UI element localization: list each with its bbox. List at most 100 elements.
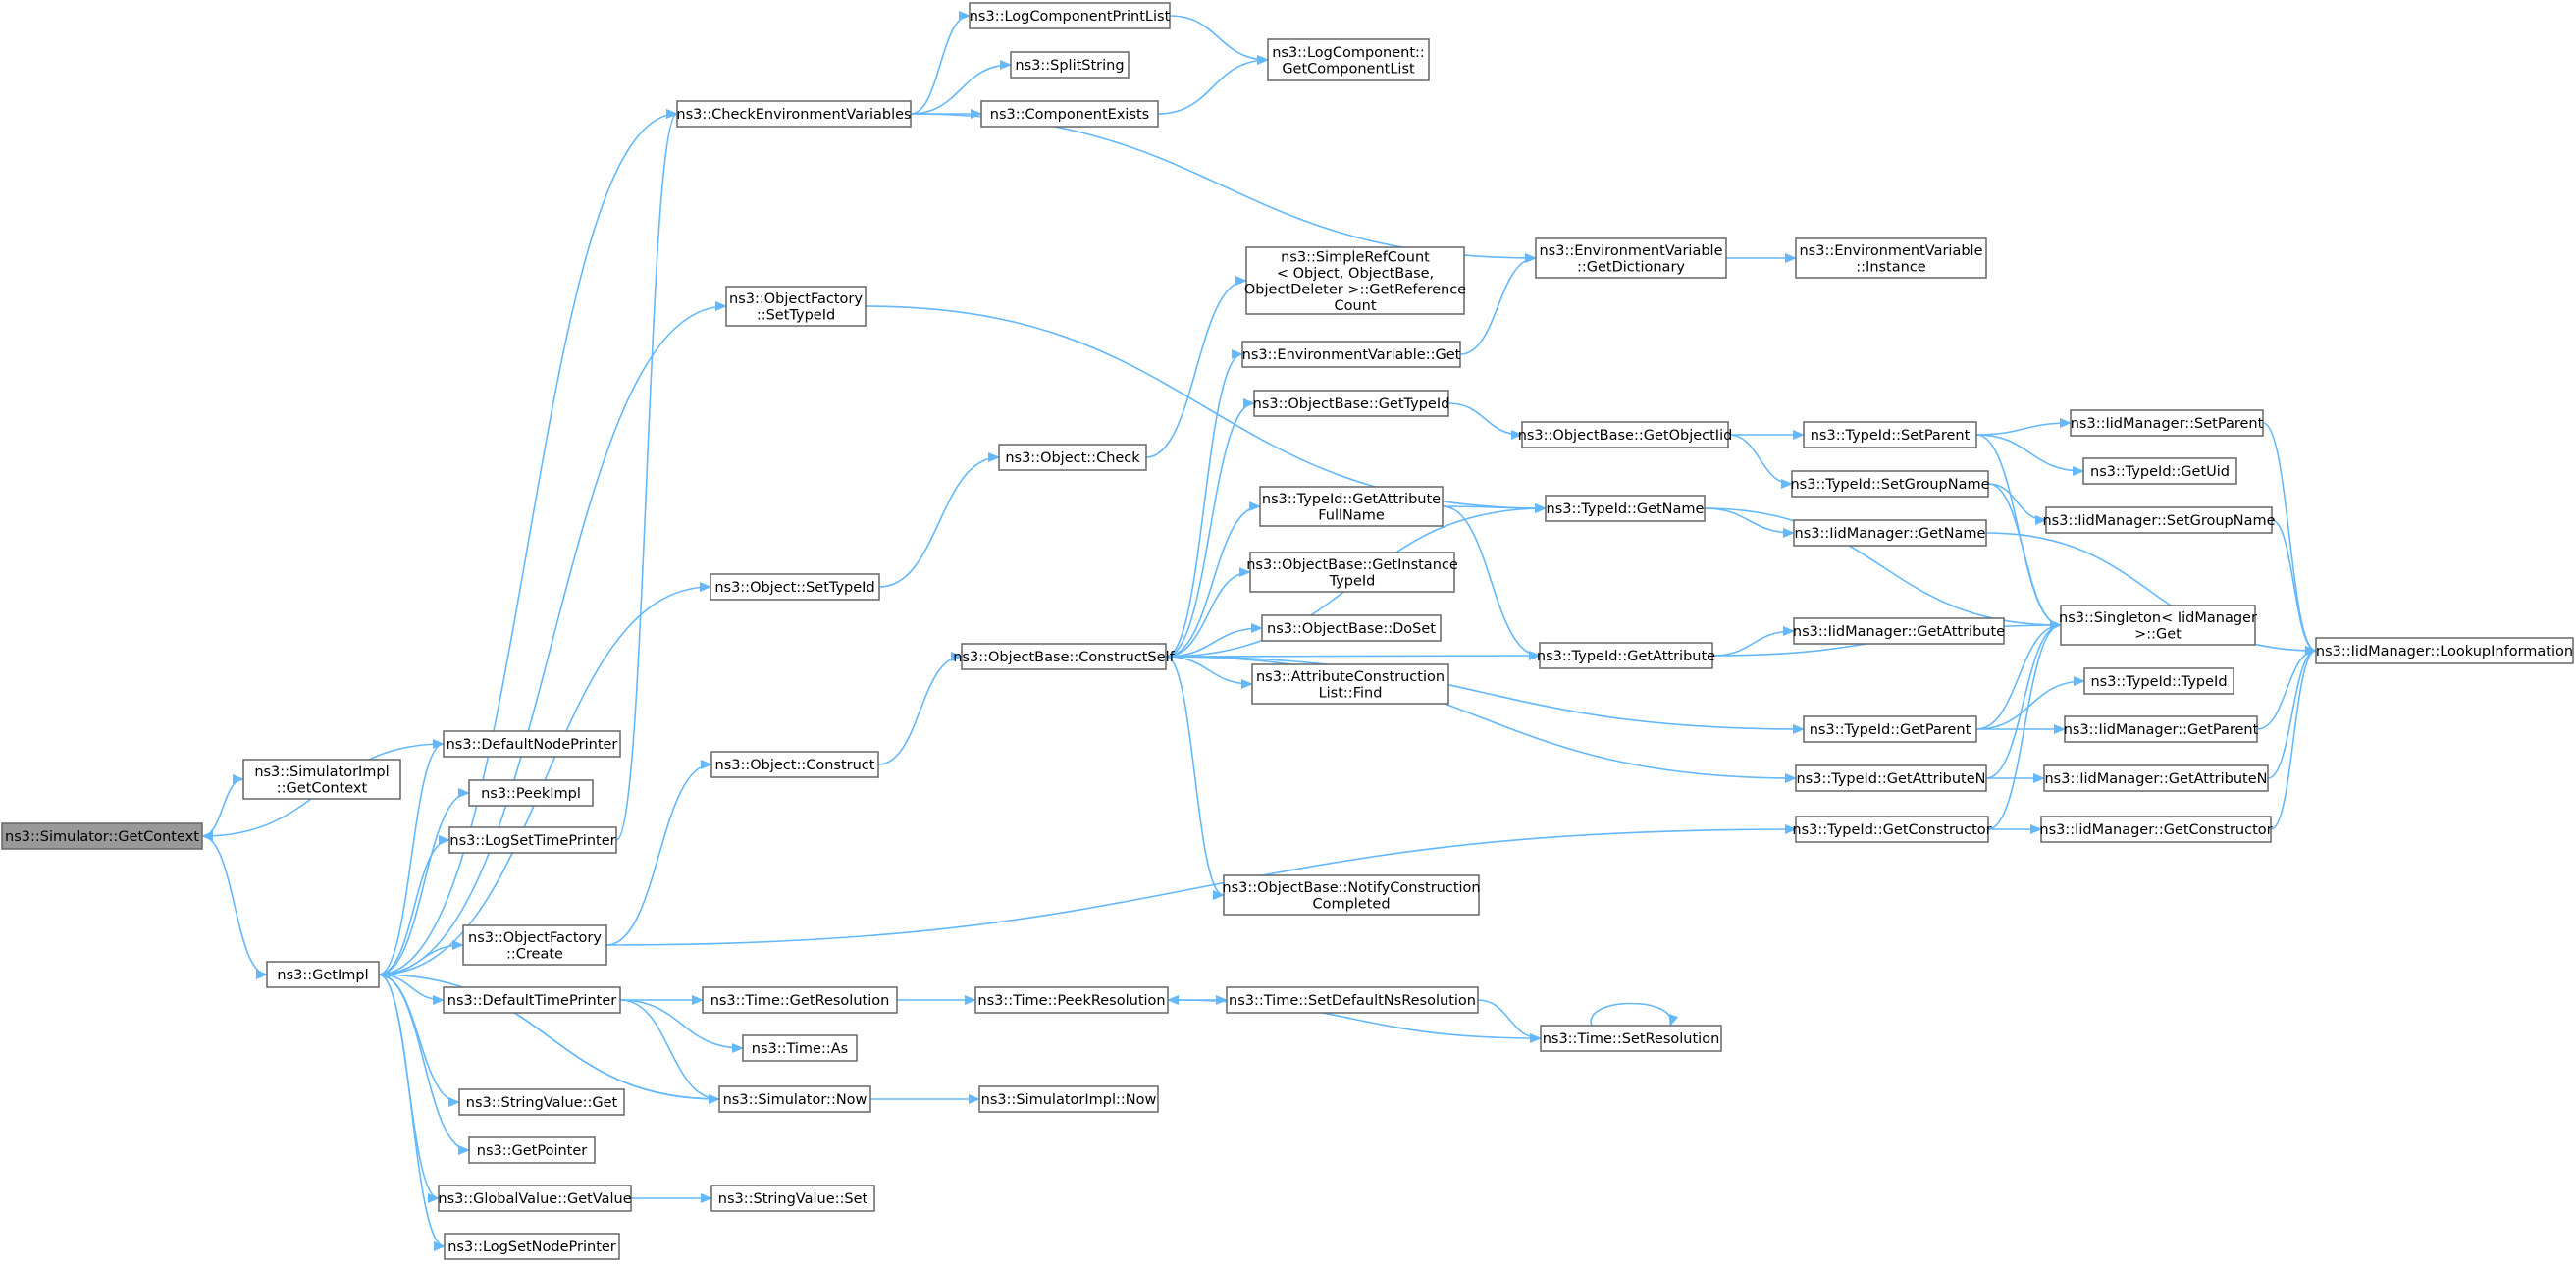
node-label: ns3::SimpleRefCount bbox=[1281, 249, 1430, 265]
node-iidmanager-lookup-information[interactable]: ns3::IidManager::LookupInformation bbox=[2315, 637, 2574, 664]
node-split-string[interactable]: ns3::SplitString bbox=[1010, 51, 1130, 79]
node-label: ns3::SplitString bbox=[1015, 58, 1124, 74]
node-default-time-printer[interactable]: ns3::DefaultTimePrinter bbox=[443, 986, 621, 1014]
edge-iidmanager_set_group_name-to-iidmanager_lookup_information bbox=[2271, 519, 2317, 656]
node-box bbox=[444, 1233, 620, 1260]
node-simple-ref-count[interactable]: ns3::SimpleRefCount< Object, ObjectBase,… bbox=[1244, 246, 1466, 315]
node-object-base-construct-self[interactable]: ns3::ObjectBase::ConstructSelf bbox=[953, 643, 1176, 670]
node-env-var-get-dictionary[interactable]: ns3::EnvironmentVariable::GetDictionary bbox=[1535, 237, 1727, 279]
node-box bbox=[1540, 1025, 1722, 1052]
edges-layer bbox=[201, 11, 2317, 1251]
node-label: ns3::EnvironmentVariable bbox=[1539, 243, 1722, 259]
node-simimpl-get-context[interactable]: ns3::SimulatorImpl::GetContext bbox=[242, 759, 401, 800]
node-typeid-get-name[interactable]: ns3::TypeId::GetName bbox=[1545, 495, 1706, 522]
edge-get_impl-to-object_factory_set_type_id bbox=[378, 301, 727, 975]
node-string-value-get[interactable]: ns3::StringValue::Get bbox=[458, 1088, 625, 1116]
node-time-peek-resolution[interactable]: ns3::Time::PeekResolution bbox=[974, 986, 1169, 1014]
node-log-set-node-printer[interactable]: ns3::LogSetNodePrinter bbox=[444, 1233, 620, 1260]
node-get-context[interactable]: ns3::Simulator::GetContext bbox=[1, 822, 203, 850]
node-typeid-typeid[interactable]: ns3::TypeId::TypeId bbox=[2083, 667, 2234, 695]
edge-typeid_get_parent-to-singleton_get bbox=[1975, 620, 2062, 730]
node-check-env-vars[interactable]: ns3::CheckEnvironmentVariables bbox=[676, 100, 912, 128]
node-box bbox=[1261, 614, 1442, 642]
node-object-base-get-object-iid[interactable]: ns3::ObjectBase::GetObjectIid bbox=[1518, 421, 1733, 448]
node-iidmanager-get-name[interactable]: ns3::IidManager::GetName bbox=[1793, 519, 1987, 547]
node-object-factory-set-type-id[interactable]: ns3::ObjectFactory::SetTypeId bbox=[725, 286, 867, 327]
node-simulator-impl-now[interactable]: ns3::SimulatorImpl::Now bbox=[978, 1085, 1159, 1113]
node-object-base-do-set[interactable]: ns3::ObjectBase::DoSet bbox=[1261, 614, 1442, 642]
node-label: ns3::EnvironmentVariable::Get bbox=[1242, 347, 1461, 363]
node-iidmanager-get-attribute-n[interactable]: ns3::IidManager::GetAttributeN bbox=[2043, 764, 2269, 792]
node-object-check[interactable]: ns3::Object::Check bbox=[998, 444, 1147, 471]
node-env-var-instance[interactable]: ns3::EnvironmentVariable::Instance bbox=[1795, 237, 1987, 279]
edge-object_check-to-simple_ref_count bbox=[1145, 276, 1247, 458]
node-label: ns3::TypeId::SetParent bbox=[1811, 428, 1971, 444]
node-object-set-type-id[interactable]: ns3::Object::SetTypeId bbox=[710, 573, 880, 601]
node-env-var-get[interactable]: ns3::EnvironmentVariable::Get bbox=[1241, 341, 1461, 368]
node-typeid-get-parent[interactable]: ns3::TypeId::GetParent bbox=[1803, 715, 1977, 743]
edge-env_var_get-to-env_var_get_dictionary bbox=[1459, 253, 1537, 355]
node-peek-impl[interactable]: ns3::PeekImpl bbox=[468, 779, 594, 807]
node-log-component-print-list[interactable]: ns3::LogComponentPrintList bbox=[969, 2, 1171, 29]
node-typeid-set-parent[interactable]: ns3::TypeId::SetParent bbox=[1803, 421, 1977, 448]
edge-object_base_construct_self-to-typeid_get_attribute bbox=[1165, 651, 1541, 661]
node-global-value-get-value[interactable]: ns3::GlobalValue::GetValue bbox=[438, 1185, 632, 1212]
edge-check_env_vars-to-env_var_get_dictionary bbox=[910, 113, 1537, 263]
node-typeid-get-uid[interactable]: ns3::TypeId::GetUid bbox=[2082, 457, 2237, 485]
node-label: ns3::EnvironmentVariable bbox=[1799, 243, 1982, 259]
node-iidmanager-set-group-name[interactable]: ns3::IidManager::SetGroupName bbox=[2042, 506, 2276, 534]
node-label: ns3::ComponentExists bbox=[990, 107, 1150, 123]
node-component-exists[interactable]: ns3::ComponentExists bbox=[980, 100, 1159, 128]
node-time-as[interactable]: ns3::Time::As bbox=[742, 1034, 858, 1062]
node-log-component-get-list[interactable]: ns3::LogComponent::GetComponentList bbox=[1267, 38, 1430, 81]
node-iidmanager-get-parent[interactable]: ns3::IidManager::GetParent bbox=[2064, 715, 2259, 743]
node-label: ns3::Time::SetResolution bbox=[1543, 1031, 1720, 1047]
node-singleton-get[interactable]: ns3::Singleton< IidManager >::Get bbox=[2059, 605, 2257, 646]
edge-object_factory_create-to-object_construct bbox=[605, 760, 712, 946]
node-label: ns3::TypeId::GetConstructor bbox=[1792, 822, 1991, 838]
node-label: ns3::ObjectFactory bbox=[468, 930, 602, 946]
node-box bbox=[1793, 617, 2005, 645]
node-typeid-set-group-name[interactable]: ns3::TypeId::SetGroupName bbox=[1790, 470, 1990, 498]
node-simulator-now[interactable]: ns3::Simulator::Now bbox=[718, 1085, 871, 1113]
node-box bbox=[974, 986, 1169, 1014]
node-iidmanager-get-attribute[interactable]: ns3::IidManager::GetAttribute bbox=[1793, 617, 2005, 645]
edge-get_impl-to-default_node_printer bbox=[378, 739, 445, 975]
node-box bbox=[1249, 552, 1455, 593]
node-string-value-set[interactable]: ns3::StringValue::Set bbox=[710, 1185, 875, 1212]
node-box bbox=[2315, 637, 2574, 664]
node-iidmanager-set-parent[interactable]: ns3::IidManager::SetParent bbox=[2070, 409, 2264, 437]
edge-iidmanager_get_name-to-iidmanager_lookup_information bbox=[1985, 532, 2317, 656]
node-label: ns3::ObjectFactory bbox=[729, 291, 863, 307]
edge-typeid_set_group_name-to-singleton_get bbox=[1987, 483, 2062, 630]
node-object-base-notify-construction-completed[interactable]: ns3::ObjectBase::NotifyConstructionCompl… bbox=[1222, 874, 1481, 916]
node-time-set-resolution[interactable]: ns3::Time::SetResolution bbox=[1540, 1025, 1722, 1052]
node-default-node-printer[interactable]: ns3::DefaultNodePrinter bbox=[443, 730, 621, 758]
node-typeid-get-constructor[interactable]: ns3::TypeId::GetConstructor bbox=[1792, 816, 1992, 843]
node-time-set-default-ns-resolution[interactable]: ns3::Time::SetDefaultNsResolution bbox=[1226, 986, 1479, 1014]
node-log-set-time-printer[interactable]: ns3::LogSetTimePrinter bbox=[448, 826, 617, 854]
node-box bbox=[1253, 390, 1449, 417]
node-typeid-get-attribute-n[interactable]: ns3::TypeId::GetAttributeN bbox=[1795, 764, 1987, 792]
node-object-base-get-type-id[interactable]: ns3::ObjectBase::GetTypeId bbox=[1253, 390, 1450, 417]
node-label: ns3::IidManager::LookupInformation bbox=[2316, 644, 2573, 659]
edge-get_impl-to-peek_impl bbox=[378, 788, 470, 975]
node-iidmanager-get-constructor[interactable]: ns3::IidManager::GetConstructor bbox=[2039, 816, 2273, 843]
node-label: ns3::Time::PeekResolution bbox=[977, 993, 1165, 1009]
node-box bbox=[462, 924, 607, 966]
node-get-impl[interactable]: ns3::GetImpl bbox=[266, 961, 380, 988]
node-object-factory-create[interactable]: ns3::ObjectFactory::Create bbox=[462, 924, 607, 966]
node-time-get-resolution[interactable]: ns3::Time::GetResolution bbox=[702, 986, 898, 1014]
node-box bbox=[742, 1034, 858, 1062]
node-get-pointer[interactable]: ns3::GetPointer bbox=[468, 1136, 596, 1164]
node-box bbox=[448, 826, 617, 854]
node-label: ns3::IidManager::GetConstructor bbox=[2039, 822, 2272, 838]
node-label: ns3::IidManager::SetParent bbox=[2071, 416, 2264, 432]
node-object-construct[interactable]: ns3::Object::Construct bbox=[710, 751, 879, 778]
edge-typeid_set_parent-to-iidmanager_set_parent bbox=[1975, 418, 2072, 436]
node-typeid-get-attribute[interactable]: ns3::TypeId::GetAttribute bbox=[1537, 642, 1715, 669]
node-box bbox=[1795, 237, 1987, 279]
